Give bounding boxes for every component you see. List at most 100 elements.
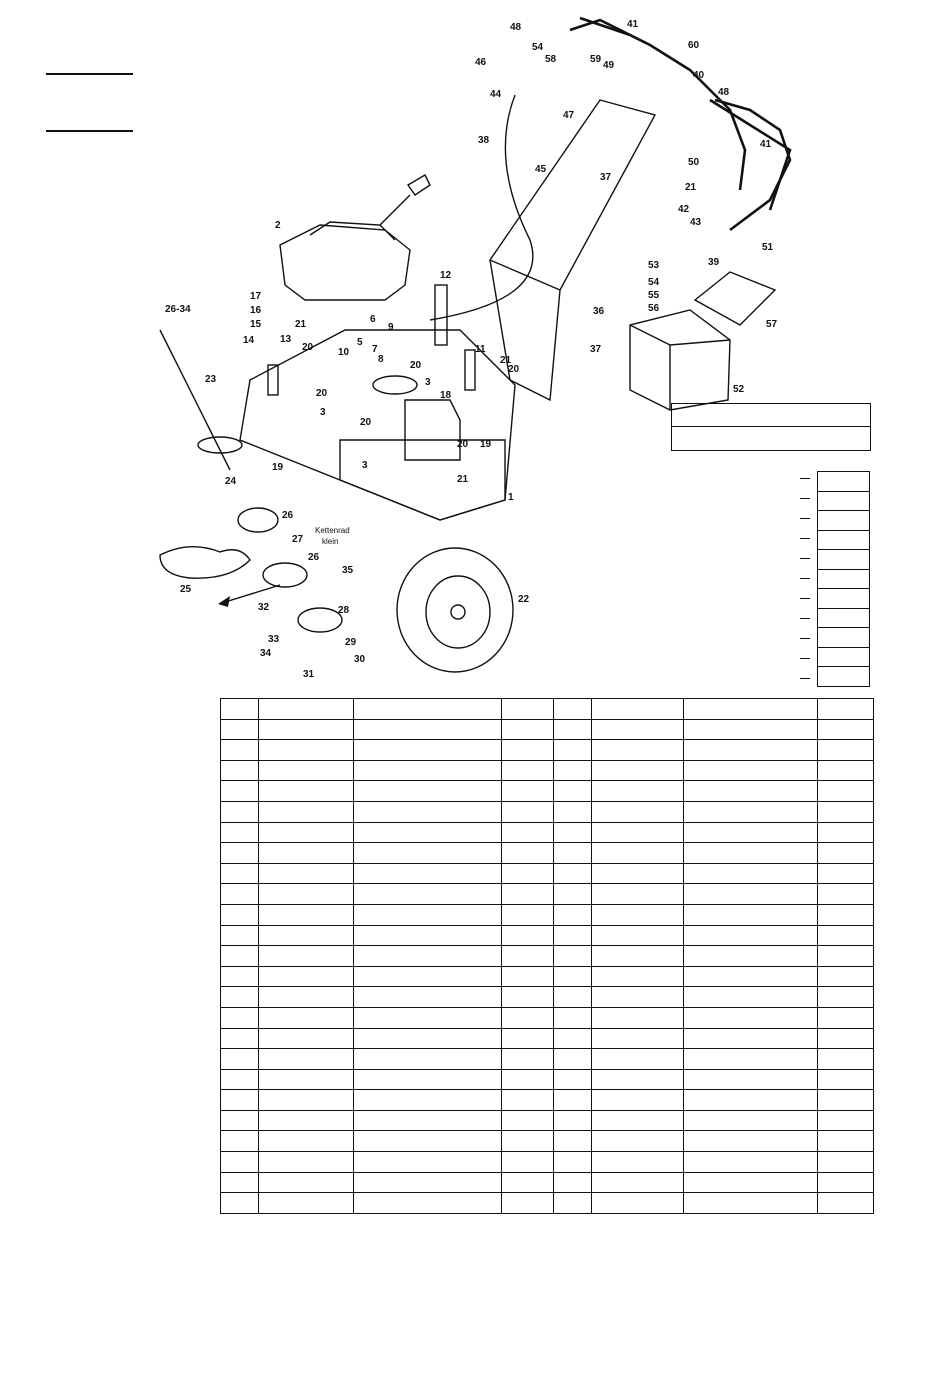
table-cell [501, 718, 554, 741]
table-cell [258, 903, 354, 926]
table-cell [220, 1171, 259, 1194]
side-cell [817, 627, 870, 648]
handle-bar-right [714, 98, 792, 232]
table-cell [501, 842, 554, 864]
header-rule-bottom [46, 130, 133, 132]
table-row [220, 965, 874, 988]
table-cell [353, 759, 502, 782]
table-cell [353, 800, 502, 823]
table-cell [220, 1006, 259, 1029]
callout-27: 27 [292, 534, 304, 545]
table-cell [220, 883, 259, 905]
callout-42: 42 [678, 204, 690, 215]
callout-59: 59 [590, 54, 602, 65]
table-cell [591, 883, 684, 905]
side-row [817, 471, 870, 492]
table-row [220, 862, 874, 885]
table-cell [258, 1171, 354, 1194]
table-row [220, 1109, 874, 1132]
table-cell [258, 924, 354, 947]
table-cell [817, 1171, 874, 1194]
table-cell [553, 780, 592, 802]
callout-20c: 20 [360, 417, 372, 428]
side-cell [817, 608, 870, 628]
table-cell [553, 698, 592, 720]
table-row [220, 821, 874, 844]
callout-2: 2 [275, 220, 281, 231]
control-cable [429, 94, 534, 321]
table-cell [258, 800, 354, 823]
callout-36: 36 [593, 306, 605, 317]
table-cell [817, 1068, 874, 1091]
table-cell [591, 1006, 684, 1029]
table-cell [258, 739, 354, 761]
table-cell [258, 1006, 354, 1029]
callout-15: 15 [250, 319, 262, 330]
table-cell [220, 1109, 259, 1132]
callout-41b: 41 [760, 139, 772, 150]
table-cell [683, 862, 818, 885]
callout-11: 11 [475, 344, 486, 355]
wheel-tire [396, 547, 514, 673]
table-cell [817, 945, 874, 967]
table-cell [683, 1089, 818, 1111]
handle-arm-side [489, 259, 561, 402]
callout-45: 45 [535, 164, 547, 175]
table-cell [553, 1006, 592, 1029]
side-tick-4 [800, 538, 810, 539]
table-cell [817, 1151, 874, 1173]
table-cell [591, 945, 684, 967]
table-cell [220, 821, 259, 844]
table-cell [817, 1192, 874, 1214]
table-cell [353, 739, 502, 761]
table-cell [591, 698, 684, 720]
callout-3b: 3 [425, 377, 431, 388]
table-cell [817, 739, 874, 761]
table-cell [353, 924, 502, 947]
header-rule-top [46, 73, 133, 75]
callout-26-34: 26-34 [165, 304, 191, 315]
table-cell [501, 986, 554, 1008]
table-cell [683, 883, 818, 905]
side-row [817, 491, 870, 511]
engine-body [279, 224, 411, 301]
table-cell [591, 842, 684, 864]
table-cell [553, 965, 592, 988]
table-row [220, 1068, 874, 1091]
table-cell [591, 1171, 684, 1194]
side-cell [817, 549, 870, 570]
table-cell [220, 759, 259, 782]
table-row [220, 883, 874, 905]
table-cell [817, 842, 874, 864]
table-row [220, 739, 874, 761]
table-cell [683, 1192, 818, 1214]
wheel-hub [450, 604, 466, 620]
table-cell [591, 862, 684, 885]
table-cell [817, 821, 874, 844]
table-cell [501, 1151, 554, 1173]
table-cell [683, 1171, 818, 1194]
shaft-pulley [197, 436, 243, 454]
table-row [220, 759, 874, 782]
table-cell [817, 862, 874, 885]
side-cell [817, 647, 870, 667]
side-tick-11 [800, 678, 810, 679]
table-cell [553, 1068, 592, 1091]
table-cell [220, 1048, 259, 1070]
table-cell [220, 945, 259, 967]
handle-grip-upper [579, 16, 631, 37]
callout-28: 28 [338, 605, 350, 616]
table-cell [353, 1048, 502, 1070]
side-tick-1 [800, 478, 810, 479]
callout-10: 10 [338, 347, 350, 358]
table-cell [501, 1109, 554, 1132]
table-row [220, 986, 874, 1008]
chassis-front-face [339, 439, 506, 521]
sprocket-26b [262, 562, 308, 588]
callout-20d: 20 [410, 360, 422, 371]
table-cell [353, 1089, 502, 1111]
handle-bar-left [569, 18, 747, 191]
callout-46: 46 [475, 57, 487, 68]
table-row [220, 1027, 874, 1050]
table-cell [220, 698, 259, 720]
